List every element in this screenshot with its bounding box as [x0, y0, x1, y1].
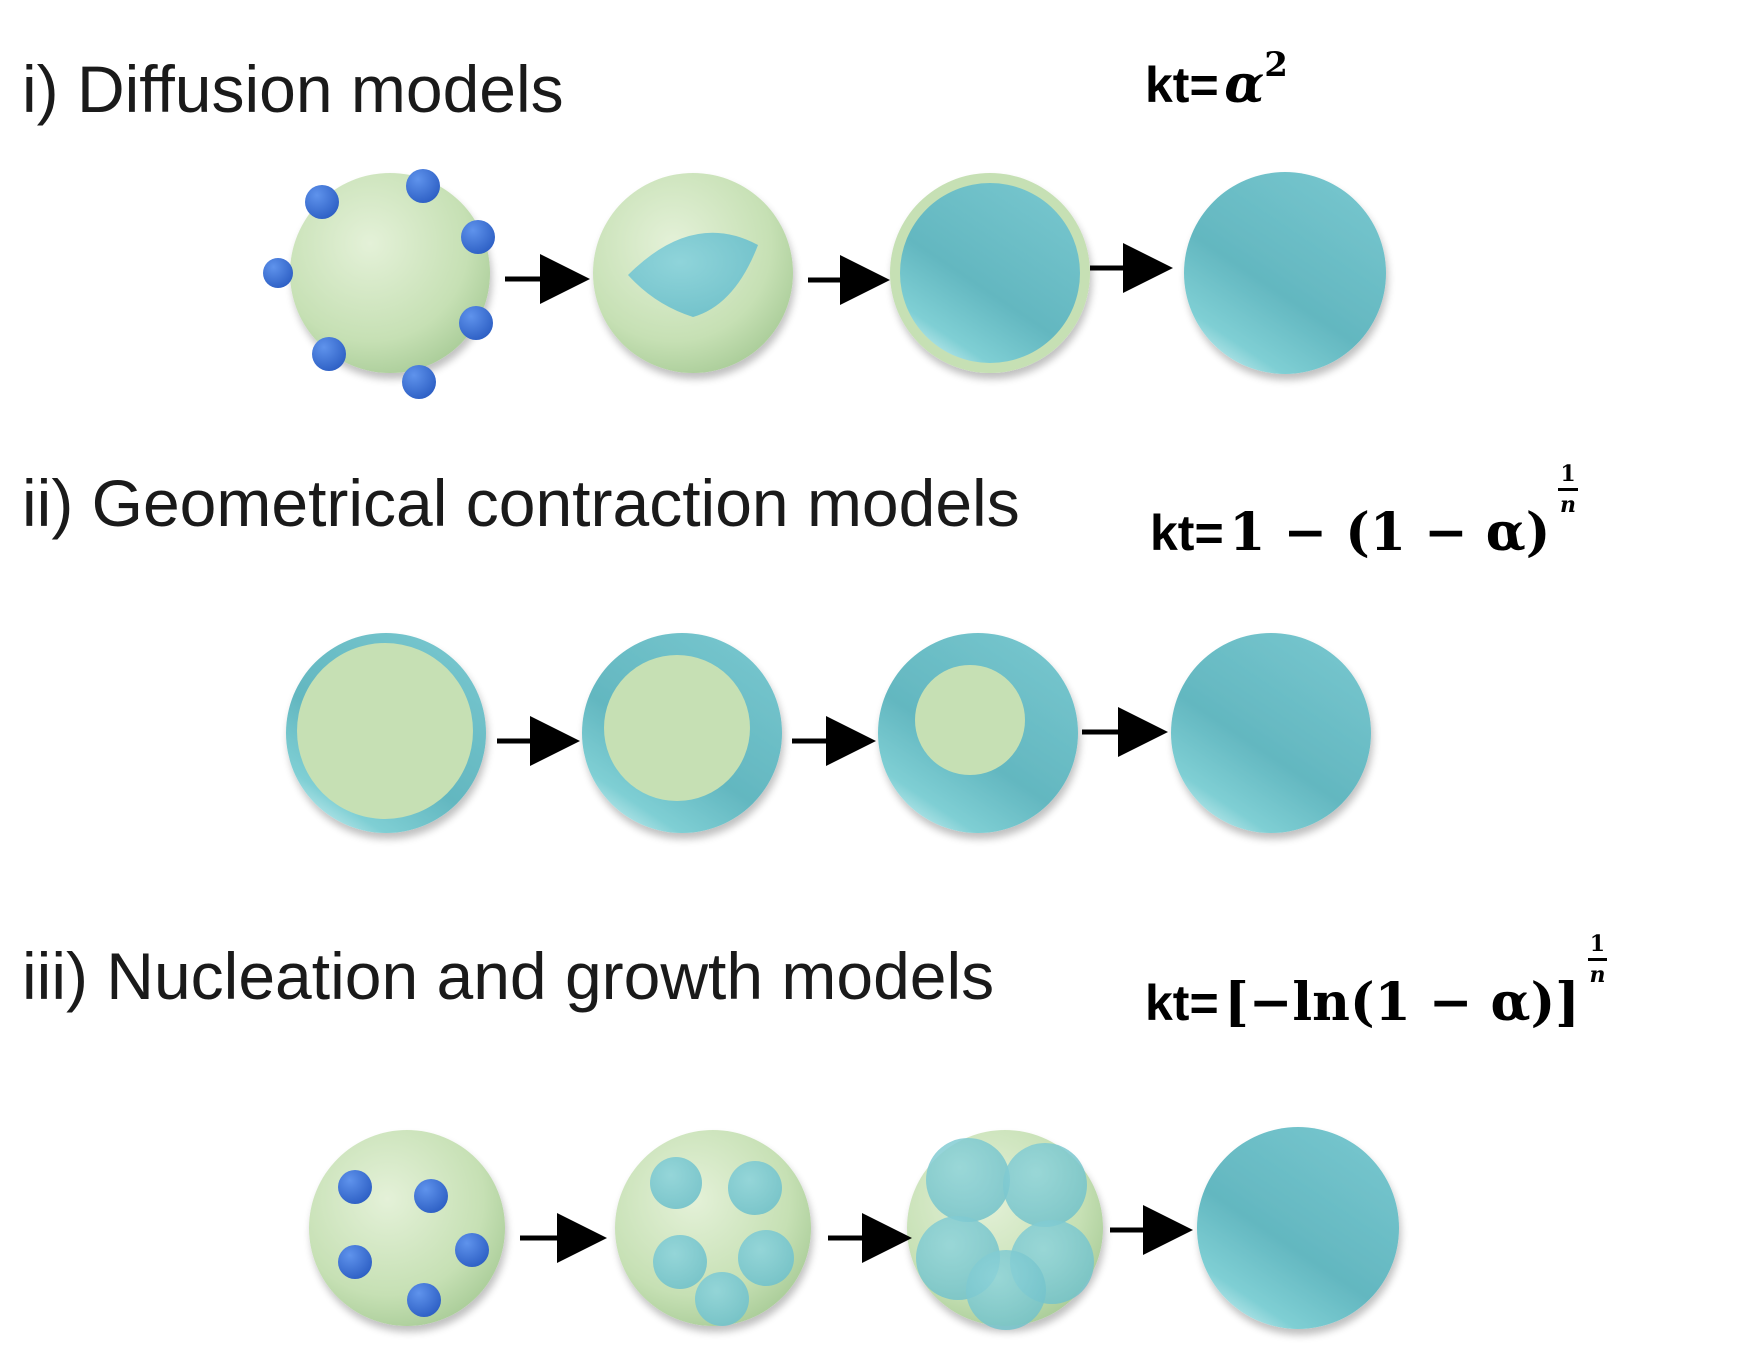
row3-particle-4-product — [1197, 1127, 1399, 1329]
row1-particles — [263, 169, 1386, 399]
row1-particle-2-inner-lens — [593, 173, 793, 373]
row1-particle-3-thin-shell — [890, 173, 1090, 373]
row1-title: i) Diffusion models — [22, 52, 564, 126]
row3-particle-1-nuclei — [309, 1130, 505, 1326]
row3-title: iii) Nucleation and growth models — [22, 939, 995, 1013]
row3-particle-2-growing-nuclei — [615, 1130, 811, 1326]
row1-formula-expr: α — [1224, 54, 1265, 115]
row3-exponent-numerator: 1 — [1587, 932, 1608, 962]
row1-formula-kt: kt= — [1145, 57, 1219, 113]
row2-particles — [286, 633, 1371, 833]
row1-particle-4-product — [1184, 172, 1386, 374]
row2-exponent-numerator: 1 — [1558, 462, 1578, 492]
row2-particle-3-small-core — [878, 633, 1078, 833]
row2-title: ii) Geometrical contraction models — [22, 466, 1020, 540]
row3-formula-kt: kt= — [1145, 975, 1219, 1032]
row3-arrows — [520, 1205, 1193, 1263]
row3-exponent-denominator: n — [1589, 962, 1606, 989]
row1-formula-exponent: 2 — [1264, 45, 1288, 85]
row3-formula-expr: [−ln(1 − α)] — [1224, 972, 1580, 1034]
row2-particle-4-product — [1171, 633, 1371, 833]
row2-arrows — [497, 707, 1168, 766]
row1-particle-1-reactant-with-nuclei — [263, 169, 495, 399]
row1-formula: kt= α2 — [1145, 48, 1288, 111]
row1-arrows — [505, 243, 1173, 305]
row2-exponent-denominator: n — [1560, 492, 1577, 519]
row2-particle-2-shrinking-core — [582, 633, 782, 833]
row2-particle-1-thin-product-shell — [286, 633, 486, 833]
row3-particles — [309, 1127, 1399, 1330]
row2-formula-expr: 1 − (1 − α) — [1229, 502, 1551, 564]
row3-particle-3-overlapping-nuclei — [907, 1130, 1103, 1330]
row2-formula-kt: kt= — [1150, 505, 1224, 562]
